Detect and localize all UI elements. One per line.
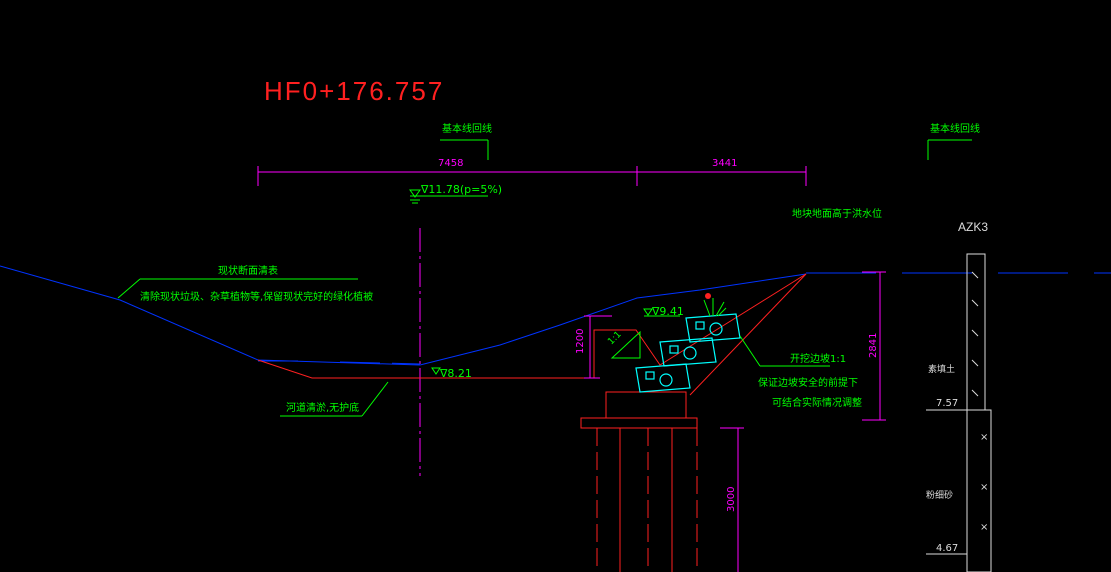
baseline-marker-right: 基本线回线 — [927, 122, 980, 160]
excavation-note1: 保证边坡安全的前提下 — [758, 376, 858, 389]
station-title: HF0+176.757 — [264, 76, 444, 106]
ground-note: 地块地面高于洪水位 — [792, 207, 882, 220]
slope-ratio-label: 1:1 — [606, 330, 623, 347]
elevation-label-941: ∇9.41 — [651, 305, 684, 318]
soil-elev1-label: 7.57 — [936, 398, 958, 409]
flood-level-label: ∇11.78(p=5%) — [420, 183, 502, 196]
dim-1200-label: 1200 — [575, 329, 586, 354]
borehole-column — [926, 253, 992, 572]
excavation-slope-line — [689, 273, 807, 396]
soil-elev2-label: 4.67 — [936, 543, 958, 554]
existing-ground-line — [0, 265, 807, 366]
plant-icon — [703, 293, 727, 317]
top-dimension-line — [257, 166, 807, 186]
elevation-marker-941: ∇9.41 — [643, 305, 684, 318]
elevation-label-821: ∇8.21 — [439, 367, 472, 380]
excavation-annotation: 开挖边坡1:1 保证边坡安全的前提下 可结合实际情况调整 — [739, 335, 862, 409]
dim-top-right: 3441 — [712, 158, 737, 169]
current-section-annotation: 现状断面清表 清除现状垃圾、杂草植物等,保留现状完好的绿化植被 — [117, 264, 373, 303]
excavation-note2: 可结合实际情况调整 — [772, 396, 862, 409]
flood-level-marker: ∇11.78(p=5%) — [409, 183, 502, 204]
dimension-1200 — [584, 315, 612, 379]
baseline-label-right: 基本线回线 — [930, 122, 980, 135]
svg-text:×: × — [980, 482, 988, 493]
borehole-label: AZK3 — [958, 220, 988, 234]
dim-top-left: 7458 — [438, 158, 463, 169]
pile-foundation — [580, 391, 698, 572]
riverbed-annotation: 河道清淤,无护底 — [280, 381, 389, 417]
riverbed-note: 河道清淤,无护底 — [286, 401, 359, 414]
svg-text:×: × — [980, 432, 988, 443]
baseline-label-left: 基本线回线 — [442, 122, 492, 135]
baseline-marker-left: 基本线回线 — [440, 122, 492, 160]
borehole-marks: × × × — [980, 432, 988, 533]
design-section-line — [257, 273, 807, 379]
current-section-title: 现状断面清表 — [218, 264, 278, 277]
dim-2841-label: 2841 — [868, 333, 879, 358]
svg-text:×: × — [980, 522, 988, 533]
soil-layer2-label: 粉细砂 — [926, 489, 953, 501]
excavation-title: 开挖边坡1:1 — [790, 352, 846, 365]
dimension-2841 — [862, 271, 886, 421]
water-surface-line — [258, 272, 1111, 365]
current-section-note: 清除现状垃圾、杂草植物等,保留现状完好的绿化植被 — [140, 290, 373, 303]
slope-ratio-triangle: 1:1 — [606, 330, 641, 359]
dimension-3000 — [720, 427, 744, 572]
dim-3000-label: 3000 — [726, 487, 737, 512]
soil-layer1-label: 素填土 — [928, 363, 955, 375]
elevation-marker-821: ∇8.21 — [431, 367, 472, 380]
